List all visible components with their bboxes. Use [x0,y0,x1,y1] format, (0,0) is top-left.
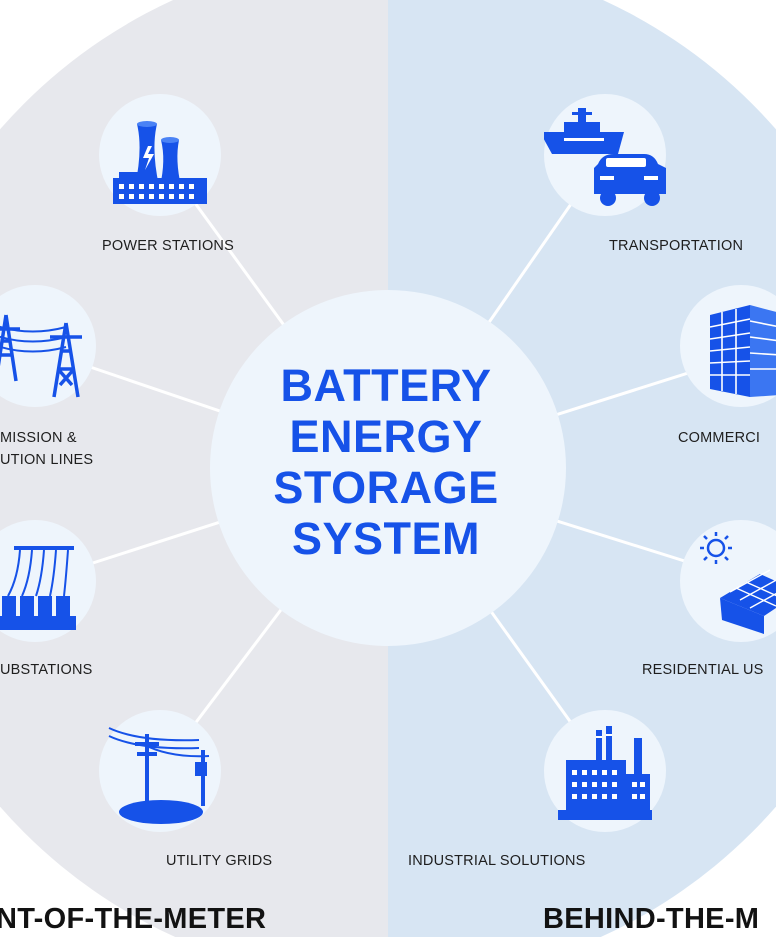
ship-and-car-icon [544,108,666,206]
center-circle [210,290,566,646]
factory-icon [558,726,652,820]
left-category-caption: NT-OF-THE-METER [0,903,267,935]
node-transmission-lines [0,285,96,407]
power-station-icon [113,121,207,204]
center-title-line: ENERGY [289,411,483,462]
label-industrial: INDUSTRIAL SOLUTIONS [408,853,586,869]
node-substations [0,520,96,642]
office-building-icon [709,305,776,397]
solar-house-icon [700,532,776,634]
label-transmission-lines-line2: UTION LINES [0,452,94,468]
label-commercial: COMMERCI [678,430,761,446]
utility-pole-icon [108,727,210,824]
label-substations: UBSTATIONS [0,662,93,678]
substation-icon [0,546,76,630]
center-title-line: BATTERY [280,360,492,411]
label-utility-grids: UTILITY GRIDS [166,853,273,869]
center-title-line: STORAGE [273,462,499,513]
center-title-line: SYSTEM [291,513,481,564]
center-title: BATTERY ENERGY STORAGE SYSTEM [246,360,526,564]
node-commercial [680,285,776,407]
node-residential [680,520,776,642]
node-utility-grids [99,710,221,832]
label-residential: RESIDENTIAL US [642,662,764,678]
label-power-stations: POWER STATIONS [102,238,234,254]
transmission-tower-icon [0,314,82,398]
label-transportation: TRANSPORTATION [609,238,744,254]
label-transmission-lines-line1: MISSION & [0,430,77,446]
right-category-caption: BEHIND-THE-M [543,903,760,935]
node-power-stations [99,94,221,216]
node-transportation [544,94,666,216]
node-industrial [544,710,666,832]
